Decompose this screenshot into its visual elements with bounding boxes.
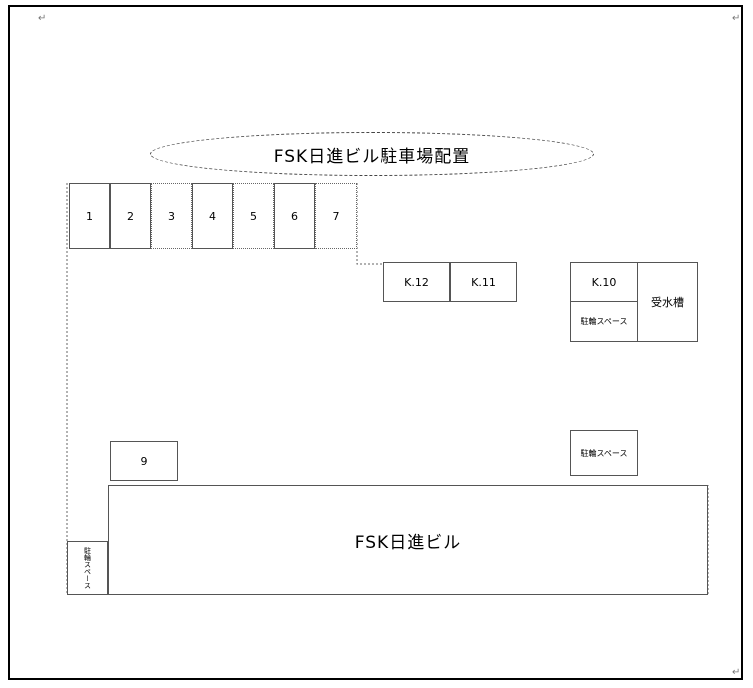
- water-tank: 受水槽: [637, 262, 698, 342]
- space-label: 6: [291, 209, 298, 223]
- area-label: 駐輪スペース: [83, 547, 92, 589]
- parking-space-k10: K.10: [570, 262, 638, 302]
- parking-space-9: 9: [110, 441, 178, 481]
- lot-inner-boundary: [356, 183, 383, 265]
- space-label: 4: [209, 209, 216, 223]
- area-label: 駐輪スペース: [580, 317, 628, 326]
- area-label: 受水槽: [651, 296, 684, 309]
- return-mark: ↵: [732, 667, 741, 678]
- parking-space-4: 4: [192, 183, 233, 249]
- parking-space-k12: K.12: [383, 262, 450, 302]
- space-label: K.11: [471, 275, 496, 289]
- diagram-title: FSK日進ビル駐車場配置: [273, 146, 471, 167]
- bicycle-space-top: 駐輪スペース: [570, 301, 638, 342]
- building-label: FSK日進ビル: [354, 532, 462, 553]
- parking-space-5: 5: [233, 183, 274, 249]
- parking-space-1: 1: [69, 183, 110, 249]
- title-oval: FSK日進ビル駐車場配置: [150, 132, 594, 176]
- bicycle-space-bottom: 駐輪スペース: [570, 430, 638, 476]
- space-label: K.10: [591, 275, 617, 289]
- area-label: 駐輪スペース: [580, 448, 628, 458]
- bicycle-space-left: 駐輪スペース: [67, 541, 108, 595]
- return-mark: ↵: [732, 13, 741, 24]
- parking-space-3: 3: [151, 183, 192, 249]
- return-mark: ↵: [38, 13, 47, 24]
- space-label: 5: [250, 209, 257, 223]
- lot-boundary: [66, 183, 709, 595]
- parking-space-2: 2: [110, 183, 151, 249]
- space-label: 7: [332, 209, 340, 223]
- parking-space-6: 6: [274, 183, 315, 249]
- space-label: K.12: [404, 275, 429, 289]
- space-label: 9: [140, 454, 148, 468]
- building: FSK日進ビル: [108, 485, 708, 595]
- parking-space-k11: K.11: [450, 262, 517, 302]
- space-label: 2: [127, 209, 134, 223]
- parking-space-7: 7: [315, 183, 357, 249]
- space-label: 1: [86, 209, 93, 223]
- space-label: 3: [168, 209, 175, 223]
